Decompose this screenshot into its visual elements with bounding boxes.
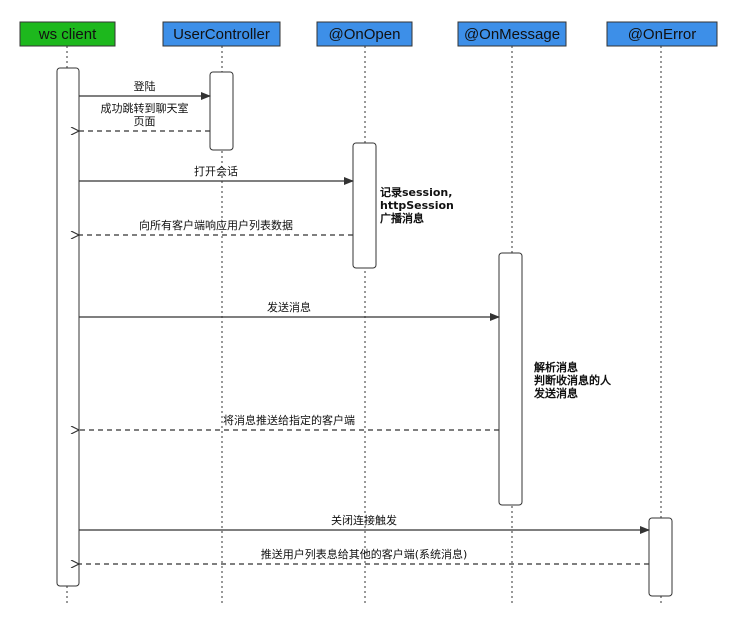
activation-message	[498, 252, 523, 506]
note-line: 广播消息	[380, 211, 424, 225]
participant-label-error: @OnError	[628, 26, 697, 43]
activation-open	[352, 142, 377, 269]
message-label: 发送消息	[267, 300, 311, 314]
note-line: httpSession	[380, 199, 454, 212]
message-push-list: 推送用户列表息给其他的客户端(系统消息)	[79, 547, 649, 564]
note-line: 记录session,	[380, 186, 452, 199]
participant-box-message	[457, 21, 567, 47]
participant-box-open	[316, 21, 413, 47]
message-user-list: 向所有客户端响应用户列表数据	[79, 218, 353, 235]
activation-client	[56, 67, 80, 587]
message-open-session: 打开会话	[79, 164, 354, 185]
note-line: 发送消息	[533, 386, 578, 400]
activation-error	[648, 517, 673, 597]
message-label: 将消息推送给指定的客户端	[223, 413, 355, 427]
activation-user	[209, 71, 234, 151]
message-label: 向所有客户端响应用户列表数据	[139, 218, 293, 232]
message-label: 关闭连接触发	[331, 513, 397, 527]
participant-label-open: @OnOpen	[329, 26, 401, 43]
message-login: 登陆	[79, 79, 211, 100]
message-push-message: 将消息推送给指定的客户端	[79, 413, 499, 430]
note-line: 解析消息	[534, 360, 578, 374]
message-label: 页面	[134, 115, 156, 128]
message-label: 成功跳转到聊天室	[101, 101, 189, 115]
message-label: 推送用户列表息给其他的客户端(系统消息)	[261, 547, 468, 561]
participant-label-user: UserController	[173, 26, 270, 43]
participant-user: UserController	[162, 21, 281, 47]
participant-box-error	[606, 21, 718, 47]
participant-box-user	[162, 21, 281, 47]
participant-open: @OnOpen	[316, 21, 413, 47]
message-close: 关闭连接触发	[79, 513, 650, 534]
participant-error: @OnError	[606, 21, 718, 47]
participant-label-client: ws client	[38, 26, 97, 43]
participant-label-message: @OnMessage	[464, 26, 560, 43]
message-label: 登陆	[134, 79, 156, 93]
note-line: 判断收消息的人	[534, 373, 612, 387]
participant-box-client	[19, 21, 116, 47]
message-send-message: 发送消息	[79, 300, 500, 321]
participant-client: ws client	[19, 21, 116, 47]
participant-message: @OnMessage	[457, 21, 567, 47]
message-label: 打开会话	[194, 164, 238, 178]
